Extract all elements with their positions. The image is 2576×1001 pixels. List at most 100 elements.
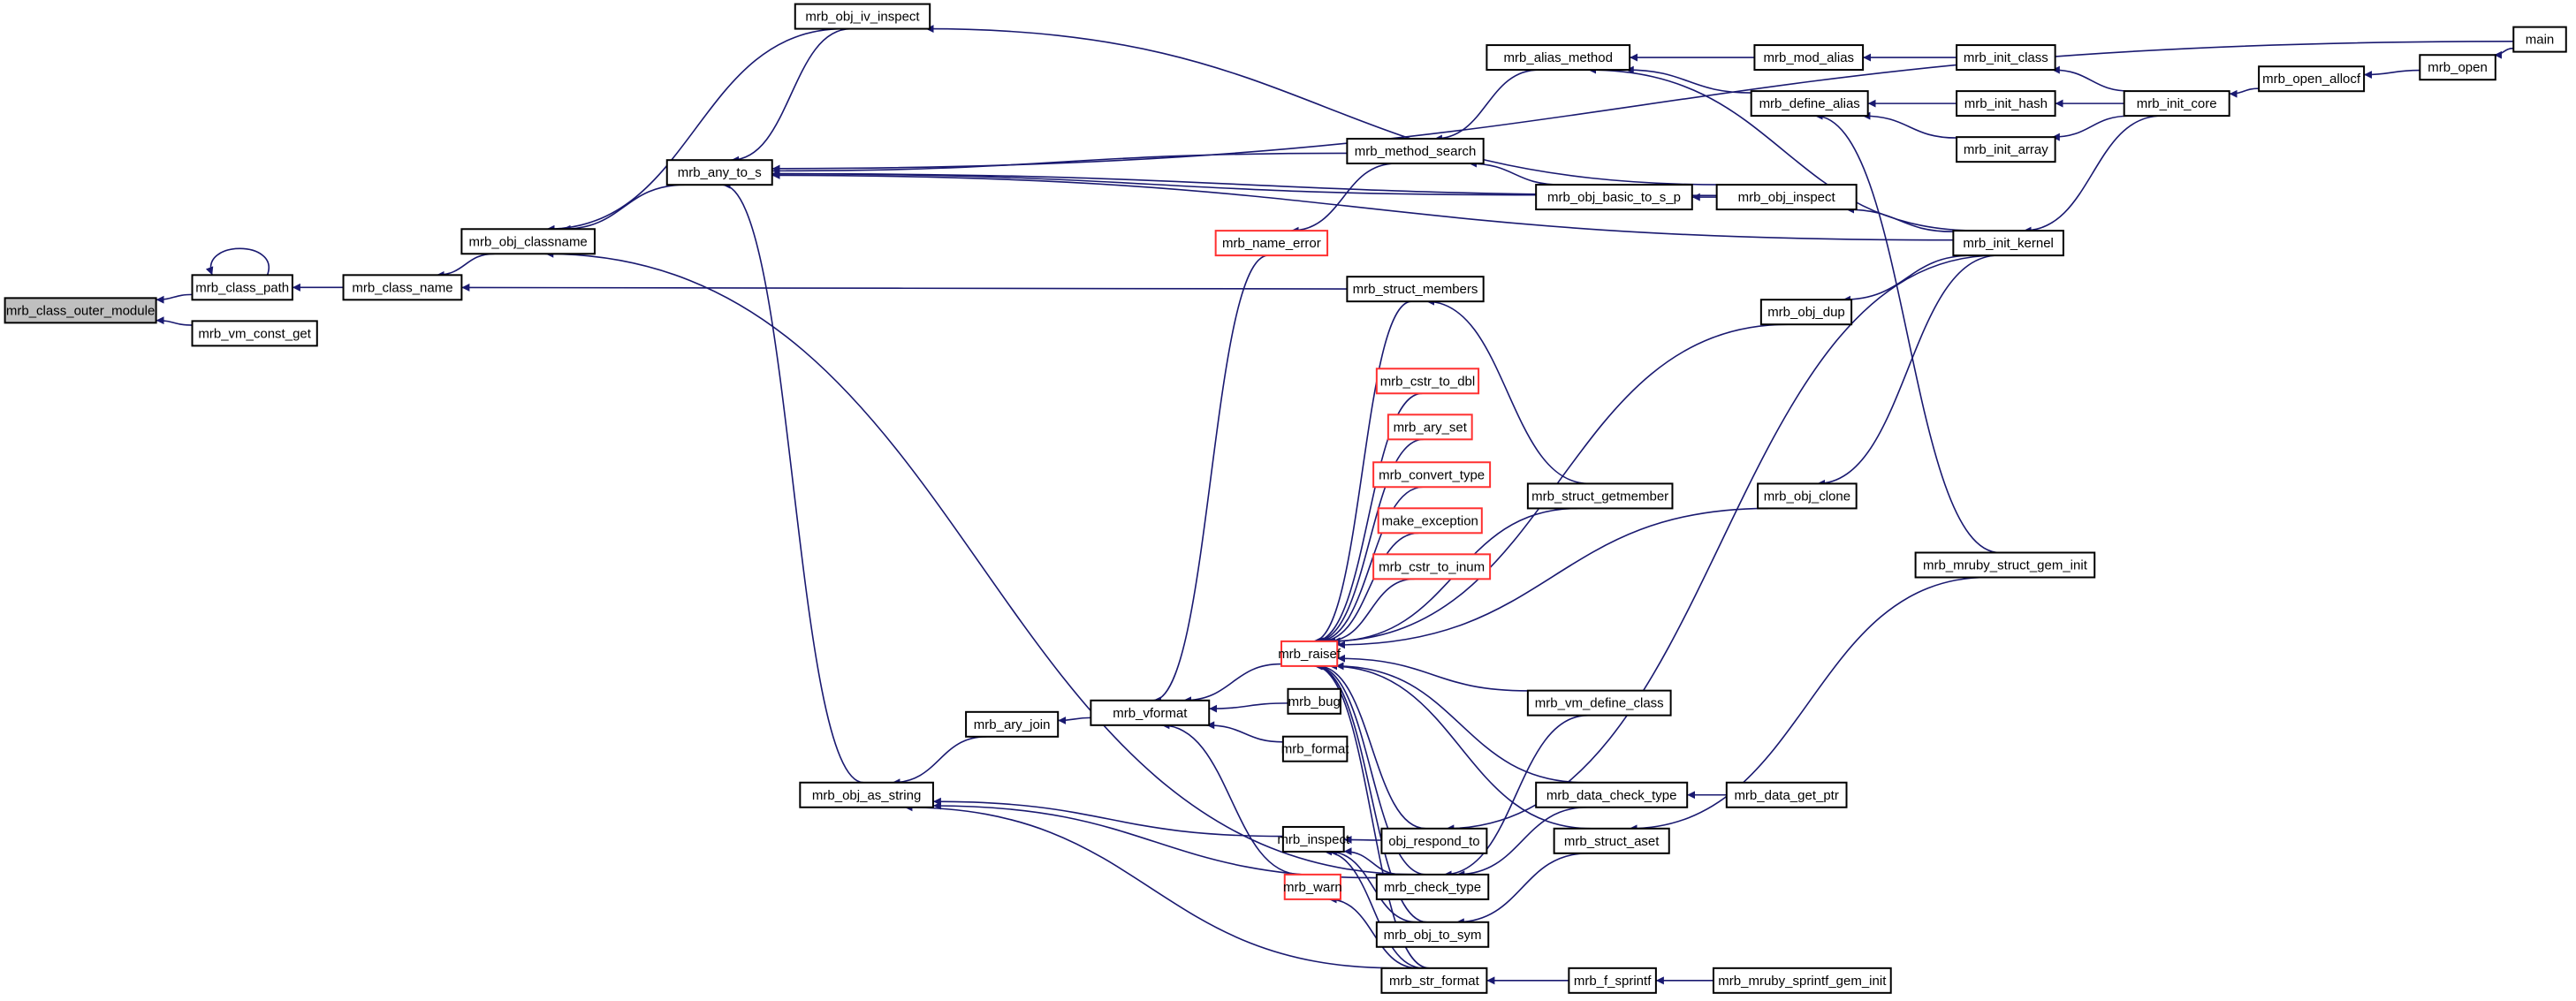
node-mrb-mruby-sprintf-gem-init[interactable]: mrb_mruby_sprintf_gem_init (1712, 967, 1892, 994)
node-mrb-init-kernel[interactable]: mrb_init_kernel (1952, 230, 2064, 257)
node-mrb-mod-alias[interactable]: mrb_mod_alias (1753, 44, 1865, 72)
edge-mrb-convert-type-to-mrb-raisef (1318, 486, 1424, 646)
node-mrb-warn[interactable]: mrb_warn (1283, 873, 1342, 900)
node-box (1535, 781, 1689, 808)
node-mrb-f-sprintf[interactable]: mrb_f_sprintf (1568, 967, 1657, 994)
node-mrb-obj-basic-to-s-p[interactable]: mrb_obj_basic_to_s_p (1535, 184, 1693, 211)
node-label: mrb_init_hash (1964, 96, 2048, 111)
node-label: mrb_ary_join (974, 717, 1051, 732)
node-main[interactable]: main (2512, 26, 2567, 53)
node-mrb-obj-as-string[interactable]: mrb_obj_as_string (799, 781, 934, 808)
node-mrb-format[interactable]: mrb_format (1281, 735, 1350, 762)
node-make-exception[interactable]: make_exception (1377, 507, 1483, 535)
node-label: mrb_ary_set (1394, 420, 1468, 435)
edge-mrb-class-path-to-mrb-class-path (205, 247, 270, 276)
edge-mrb-vm-const-get-to-mrb-class-outer-module (156, 316, 193, 326)
node-box (2258, 65, 2366, 93)
node-mrb-init-array[interactable]: mrb_init_array (1956, 136, 2056, 163)
node-label: make_exception (1382, 513, 1478, 528)
node-box (1952, 230, 2064, 257)
node-label: mrb_vm_define_class (1535, 696, 1664, 711)
node-label: mrb_method_search (1355, 144, 1477, 159)
node-mrb-convert-type[interactable]: mrb_convert_type (1372, 461, 1492, 489)
node-label: mrb_obj_to_sym (1384, 928, 1482, 943)
node-mrb-obj-to-sym[interactable]: mrb_obj_to_sym (1375, 921, 1490, 948)
node-box (1090, 699, 1211, 726)
edge-mrb-check-type-to-mrb-inspect (1343, 847, 1402, 876)
node-label: mrb_init_core (2137, 96, 2217, 111)
node-mrb-open[interactable]: mrb_open (2419, 54, 2496, 81)
node-mrb-data-check-type[interactable]: mrb_data_check_type (1535, 781, 1689, 808)
edge-obj-respond-to-to-mrb-inspect (1343, 835, 1382, 844)
edge-mrb-struct-getmember-to-mrb-struct-members (1426, 297, 1590, 485)
node-mrb-mruby-struct-gem-init[interactable]: mrb_mruby_struct_gem_init (1914, 551, 2096, 579)
node-mrb-obj-inspect[interactable]: mrb_obj_inspect (1715, 184, 1858, 211)
node-mrb-obj-classname[interactable]: mrb_obj_classname (460, 228, 596, 255)
node-mrb-alias-method[interactable]: mrb_alias_method (1486, 44, 1631, 72)
node-box (1725, 781, 1848, 808)
node-box (665, 159, 773, 186)
node-box (2512, 26, 2567, 53)
node-label: mrb_f_sprintf (1574, 974, 1652, 989)
node-box (1287, 687, 1341, 715)
node-mrb-any-to-s[interactable]: mrb_any_to_s (665, 159, 773, 186)
node-mrb-vm-define-class[interactable]: mrb_vm_define_class (1526, 689, 1672, 717)
node-mrb-init-hash[interactable]: mrb_init_hash (1956, 90, 2056, 118)
node-mrb-obj-iv-inspect[interactable]: mrb_obj_iv_inspect (794, 3, 931, 30)
node-mrb-check-type[interactable]: mrb_check_type (1375, 873, 1490, 900)
node-label: mrb_cstr_to_inum (1379, 559, 1485, 574)
node-box (1372, 461, 1492, 489)
edge-mrb-str-format-to-mrb-warn (1328, 895, 1418, 969)
edge-mrb-define-alias-to-mrb-alias-method (1625, 65, 1752, 94)
node-obj-respond-to[interactable]: obj_respond_to (1380, 827, 1488, 854)
node-mrb-cstr-to-dbl[interactable]: mrb_cstr_to_dbl (1375, 368, 1480, 395)
edge-mrb-init-array-to-mrb-define-alias (1862, 111, 1957, 139)
node-mrb-obj-clone[interactable]: mrb_obj_clone (1757, 482, 1858, 510)
node-mrb-open-allocf[interactable]: mrb_open_allocf (2258, 65, 2366, 93)
node-box (1346, 276, 1485, 303)
node-box (1377, 507, 1483, 535)
edge-mrb-mruby-struct-gem-init-to-mrb-define-alias (1814, 111, 2000, 554)
edge-mrb-struct-members-to-mrb-class-name (461, 283, 1348, 292)
node-mrb-data-get-ptr[interactable]: mrb_data_get_ptr (1725, 781, 1848, 808)
edge-mrb-init-core-to-mrb-init-class (2051, 65, 2131, 92)
node-mrb-ary-set[interactable]: mrb_ary_set (1387, 413, 1473, 441)
edge-mrb-any-to-s-to-mrb-obj-classname (562, 184, 686, 233)
node-box (1526, 482, 1674, 510)
node-mrb-struct-members[interactable]: mrb_struct_members (1346, 276, 1485, 303)
node-mrb-class-name[interactable]: mrb_class_name (342, 274, 463, 301)
node-mrb-struct-getmember[interactable]: mrb_struct_getmember (1526, 482, 1674, 510)
node-mrb-ary-join[interactable]: mrb_ary_join (965, 710, 1060, 738)
node-box (1757, 482, 1858, 510)
node-box (2419, 54, 2496, 81)
node-mrb-struct-aset[interactable]: mrb_struct_aset (1553, 827, 1670, 854)
node-box (191, 320, 318, 347)
node-mrb-bug[interactable]: mrb_bug (1287, 687, 1341, 715)
node-mrb-class-path[interactable]: mrb_class_path (191, 274, 293, 301)
node-box (191, 274, 293, 301)
node-mrb-raisef[interactable]: mrb_raisef (1278, 640, 1341, 667)
node-mrb-vformat[interactable]: mrb_vformat (1090, 699, 1211, 726)
edge-obj-respond-to-to-mrb-raisef (1317, 662, 1426, 830)
node-mrb-define-alias[interactable]: mrb_define_alias (1750, 90, 1869, 118)
edge-mrb-obj-basic-to-s-p-to-mrb-any-to-s (771, 170, 1537, 196)
node-mrb-vm-const-get[interactable]: mrb_vm_const_get (191, 320, 318, 347)
edge-mrb-ary-join-to-mrb-obj-as-string (892, 736, 987, 787)
node-box (1759, 299, 1853, 326)
node-mrb-method-search[interactable]: mrb_method_search (1346, 138, 1485, 165)
edge-mrb-struct-aset-to-mrb-obj-to-sym (1455, 853, 1588, 927)
node-mrb-init-class[interactable]: mrb_init_class (1956, 44, 2056, 72)
node-mrb-init-core[interactable]: mrb_init_core (2123, 90, 2230, 118)
node-mrb-class-outer-module[interactable]: mrb_class_outer_module (4, 297, 157, 324)
node-label: mrb_vformat (1113, 706, 1188, 721)
node-label: mrb_open (2428, 60, 2488, 75)
node-mrb-name-error[interactable]: mrb_name_error (1214, 230, 1329, 257)
node-box (1375, 921, 1490, 948)
node-box (1372, 553, 1492, 580)
node-mrb-cstr-to-inum[interactable]: mrb_cstr_to_inum (1372, 553, 1492, 580)
node-mrb-inspect[interactable]: mrb_inspect (1277, 825, 1350, 853)
node-mrb-obj-dup[interactable]: mrb_obj_dup (1759, 299, 1853, 326)
node-mrb-str-format[interactable]: mrb_str_format (1380, 967, 1488, 994)
edge-mrb-cstr-to-inum-to-mrb-raisef (1326, 578, 1415, 646)
